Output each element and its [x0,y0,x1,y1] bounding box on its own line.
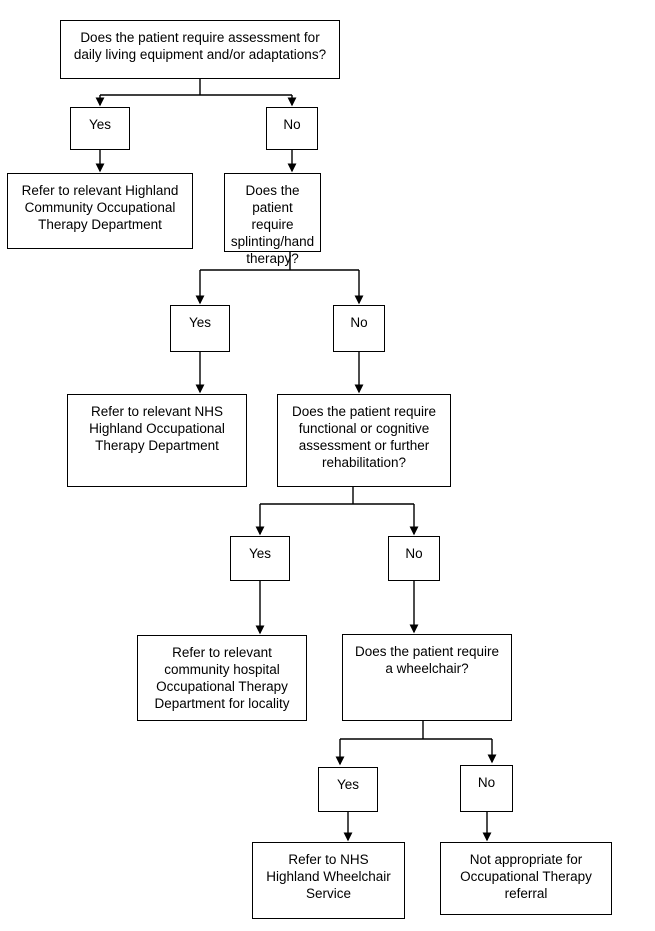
node-question-functional-cognitive: Does the patient require functional or c… [277,394,451,487]
node-branch-yes-1: Yes [70,107,130,150]
node-branch-no-3: No [388,536,440,581]
node-question-splinting: Does the patient require splinting/hand … [224,173,321,266]
node-refer-highland-community-ot: Refer to relevant Highland Community Occ… [7,173,193,249]
connector-wheelchair-split [340,721,492,740]
node-branch-no-1: No [266,107,318,150]
node-branch-no-4: No [460,765,513,812]
node-branch-no-2: No [333,305,385,352]
connector-splinting-split [200,252,359,271]
node-branch-yes-3: Yes [230,536,290,581]
node-refer-wheelchair-service: Refer to NHS Highland Wheelchair Service [252,842,405,919]
connector-equipment-split [100,79,292,96]
node-refer-nhs-highland-ot: Refer to relevant NHS Highland Occupatio… [67,394,247,487]
node-refer-community-hospital-ot: Refer to relevant community hospital Occ… [137,635,307,721]
node-question-equipment: Does the patient require assessment for … [60,20,340,79]
connector-functional-split [260,487,414,505]
node-branch-yes-4: Yes [318,767,378,812]
node-question-wheelchair: Does the patient require a wheelchair? [342,634,512,721]
node-branch-yes-2: Yes [170,305,230,352]
node-not-appropriate-referral: Not appropriate for Occupational Therapy… [440,842,612,915]
